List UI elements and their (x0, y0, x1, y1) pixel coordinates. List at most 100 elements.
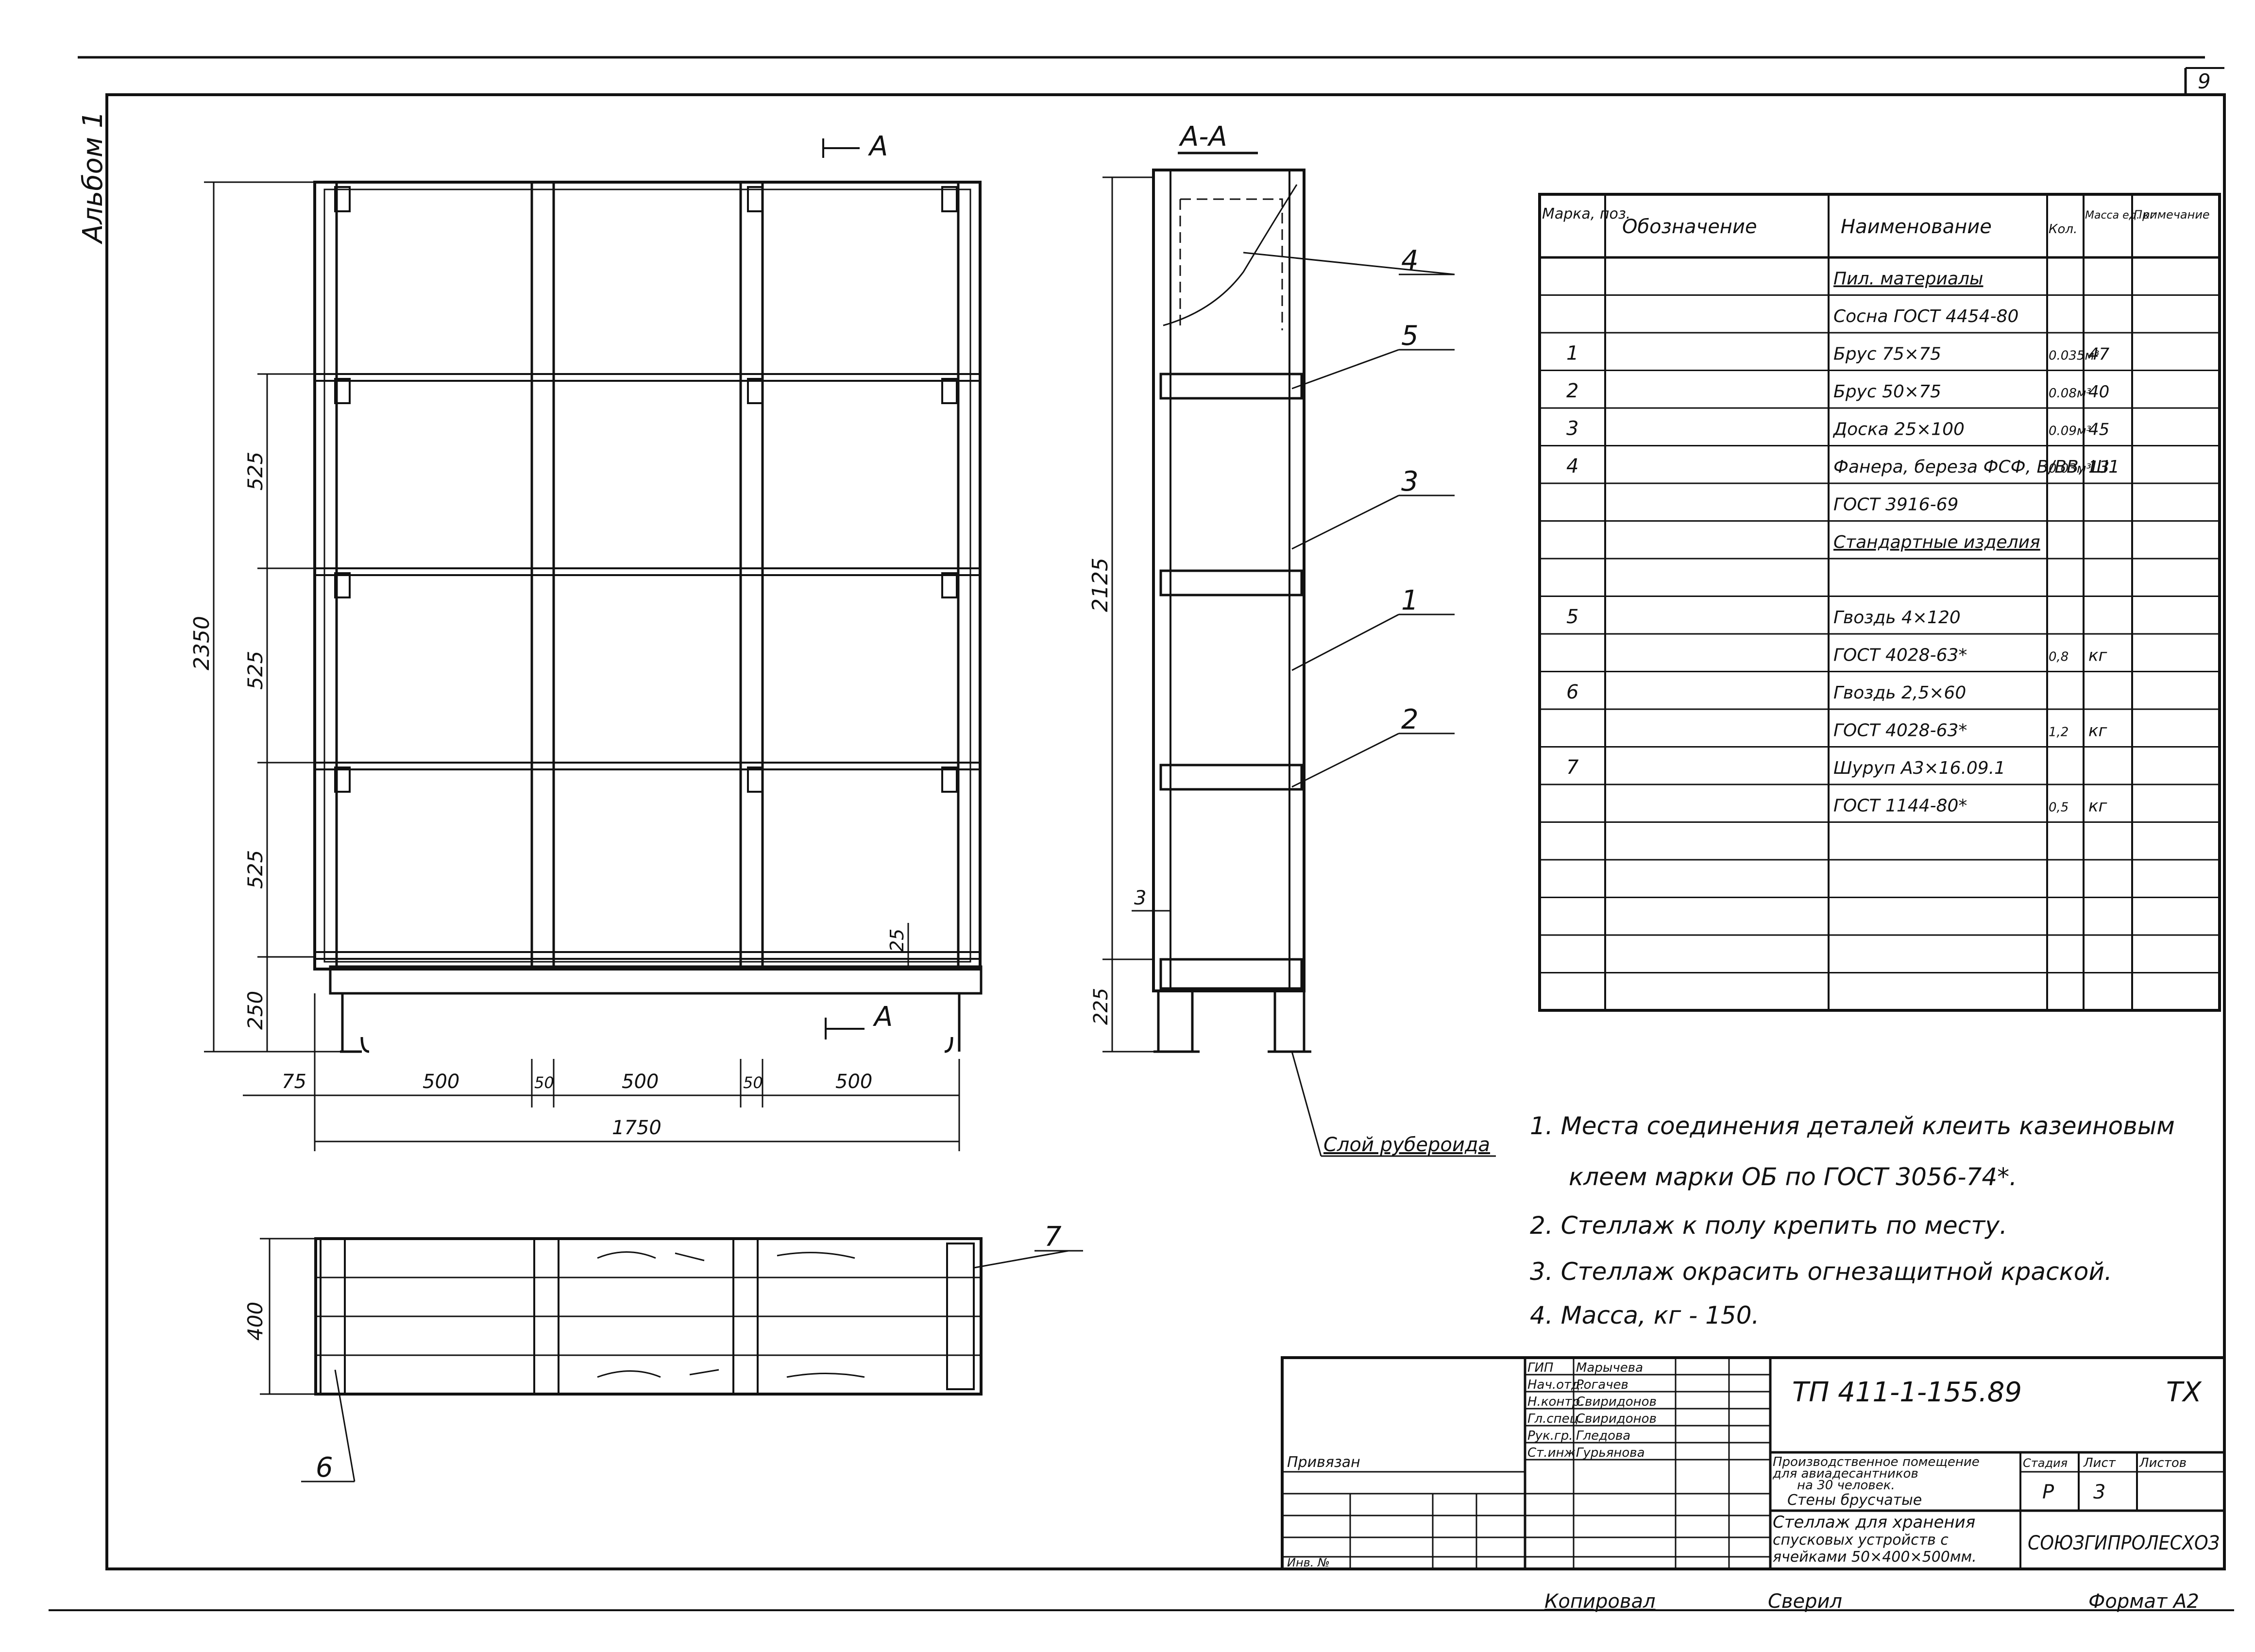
spec-cell-pos: 4 (1566, 455, 1578, 477)
sheets-header: Листов (2139, 1456, 2187, 1470)
front-brackets (334, 186, 958, 793)
section-leg-height: 225 (1090, 988, 1112, 1025)
album-label: Альбом 1 (77, 111, 109, 244)
section-callouts: 4 5 3 1 2 (1243, 245, 1455, 788)
spec-cell-qty: 0.09м³ (2049, 424, 2091, 439)
callout-2: 2 (1401, 704, 1419, 735)
plan-depth-dim: 400 (243, 1302, 267, 1341)
stage-value: Р (2042, 1481, 2054, 1503)
sig-name-3: Свиридонов (1576, 1412, 1657, 1426)
callout-4: 4 (1401, 245, 1419, 276)
inventory-label: Инв. № (1287, 1556, 1330, 1569)
spec-cell-name: ГОСТ 1144-80* (1833, 796, 1967, 816)
spec-cell-name: Пил. материалы (1833, 269, 1983, 289)
spec-cell-mass: кг (2088, 646, 2108, 665)
roofing-note: Слой рубероида (1291, 1051, 1496, 1157)
title-block: Привязан Инв. № ТП 411-1-155.89 ТХ ГИП М… (1281, 1356, 2226, 1570)
section-title: A-A (1179, 121, 1227, 153)
spec-cell-mass: 45 (2088, 420, 2109, 440)
sheet-value: 3 (2093, 1481, 2105, 1503)
spec-cell-pos: 3 (1566, 418, 1578, 440)
spec-cell-name: Доска 25×100 (1832, 420, 1965, 440)
spec-cell-name: Гвоздь 4×120 (1833, 608, 1961, 628)
roofing-note-text: Слой рубероида (1323, 1134, 1490, 1156)
spec-cell-name: Гвоздь 2,5×60 (1833, 683, 1966, 703)
front-shelves (314, 373, 983, 995)
dim-post-1: 50 (534, 1073, 554, 1092)
section-shelves (1159, 373, 1303, 990)
front-legs (340, 993, 961, 1053)
sig-name-4: Гледова (1576, 1429, 1630, 1443)
dim-shelf-1: 525 (243, 452, 267, 491)
spec-header-desig: Обозначение (1622, 216, 1757, 238)
section-legs (1153, 991, 1311, 1053)
spec-header-note: Примечание (2134, 208, 2210, 221)
document-type: ТХ (2166, 1377, 2202, 1408)
plan-callouts: 7 6 (301, 1221, 1083, 1483)
section-mark-bottom-label: A (873, 1001, 893, 1033)
spec-cell-qty: 0.03м³ (2049, 461, 2091, 476)
document-code: ТП 411-1-155.89 (1792, 1377, 2022, 1408)
spec-cell-name: ГОСТ 4028-63* (1833, 646, 1967, 665)
spec-header-name: Наименование (1841, 216, 1992, 238)
callout-3: 3 (1401, 466, 1419, 497)
spec-cell-pos: 7 (1566, 756, 1579, 779)
spec-cell-pos: 2 (1566, 380, 1578, 402)
plan-dims: 400 (243, 1238, 316, 1395)
spec-cell-qty: 0.08м³ (2049, 386, 2091, 401)
spec-cell-name: Фанера, береза ФСФ, В/ВВ, Ш1 (1833, 457, 2119, 477)
dim-overall-height: 2350 (189, 616, 214, 670)
section-mark-bottom: A (825, 1001, 893, 1039)
organization-name: СОЮЗГИПРОЛЕСХОЗ (2028, 1532, 2220, 1554)
sig-name-5: Гурьянова (1576, 1446, 1645, 1460)
spec-cell-name: Брус 75×75 (1833, 344, 1941, 364)
section-overall-height: 2125 (1088, 558, 1113, 612)
section-view: A-A 4 5 3 (1088, 121, 1496, 1157)
note-line: 4. Масса, кг - 150. (1530, 1301, 1759, 1329)
drawing-title-line-2: спусковых устройств с (1773, 1532, 1949, 1549)
copied-by-label: Копировал (1544, 1590, 1656, 1613)
callout-6: 6 (316, 1452, 333, 1483)
spec-cell-name: ГОСТ 4028-63* (1833, 721, 1967, 741)
dim-offset: 75 (282, 1071, 306, 1093)
dim-shelf-3: 525 (243, 850, 267, 889)
sig-role-3: Гл.спец. (1527, 1412, 1582, 1426)
spec-cell-mass: 47 (2088, 345, 2110, 364)
spec-header-qty: Кол. (2049, 222, 2077, 237)
front-dims-vertical: 2350 525 525 525 250 25 (189, 181, 909, 1053)
drawing-title-line-3: ячейками 50×400×500мм. (1773, 1549, 1977, 1566)
spec-cell-qty: 0,5 (2049, 800, 2068, 815)
sig-name-2: Свиридонов (1576, 1395, 1657, 1409)
dim-plank: 25 (886, 929, 908, 952)
dim-post-2: 50 (743, 1073, 763, 1092)
checked-by-label: Сверил (1768, 1590, 1842, 1613)
dim-leg: 250 (243, 991, 267, 1030)
sig-role-1: Нач.отд. (1527, 1378, 1584, 1392)
drawing-title-line-1: Стеллаж для хранения (1773, 1513, 1975, 1532)
dim-overall-width: 1750 (612, 1117, 661, 1139)
binding-label: Привязан (1287, 1454, 1360, 1471)
project-name-line-3: на 30 человек. (1797, 1478, 1895, 1493)
notes: 1. Места соединения деталей клеить казеи… (1530, 1112, 2175, 1329)
note-line: 2. Стеллаж к полу крепить по месту. (1530, 1211, 2007, 1240)
spec-cell-pos: 1 (1566, 342, 1578, 365)
spec-cell-mass: кг (2088, 797, 2108, 816)
sig-name-1: Рогачев (1576, 1378, 1628, 1392)
spec-cell-qty: 1,2 (2049, 725, 2068, 740)
callout-5: 5 (1401, 320, 1419, 352)
note-line: 1. Места соединения деталей клеить казеи… (1530, 1112, 2175, 1140)
spec-header-pos: Марка, поз. (1542, 205, 1630, 222)
project-name-line-4: Стены брусчатые (1787, 1492, 1922, 1509)
sig-role-0: ГИП (1527, 1361, 1554, 1375)
dim-cell-1: 500 (423, 1071, 459, 1093)
specification-table: Марка, поз. Обозначение Наименование Кол… (1538, 193, 2221, 1012)
front-view: A A 2350 525 525 525 250 25 (189, 131, 983, 1151)
spec-cell-name: ГОСТ 3916-69 (1833, 495, 1958, 515)
spec-cell-qty: 0.035м³ (2049, 349, 2099, 363)
sig-name-0: Марычева (1576, 1361, 1643, 1375)
plan-view: 400 7 6 (243, 1221, 1083, 1483)
note-line: 3. Стеллаж окрасить огнезащитной краской… (1530, 1258, 2112, 1286)
spec-cell-name: Стандартные изделия (1833, 532, 2040, 552)
sheet-header: Лист (2083, 1456, 2116, 1470)
note-line: клеем марки ОБ по ГОСТ 3056-74*. (1569, 1163, 2017, 1191)
